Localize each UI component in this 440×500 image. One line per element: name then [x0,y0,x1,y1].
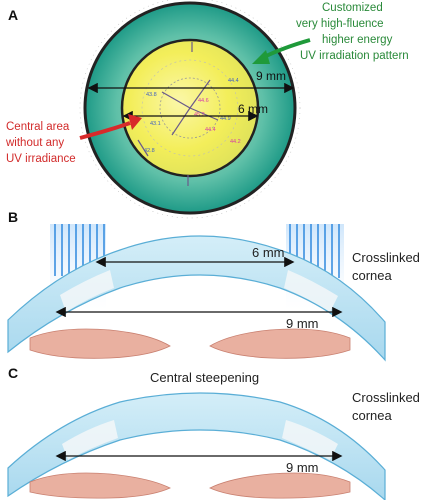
panel-b: B [7,209,420,362]
crosslinked-label-b-line-2: cornea [352,268,393,283]
central-callout-line-3: UV irradiance [6,153,76,165]
pattern-callout-arrow-head [252,50,270,64]
panel-a-label: A [8,7,18,23]
dimension-6mm-label: 6 mm [238,102,268,116]
k-value-6: 43.1 [150,121,161,127]
iris-c-right [209,472,351,499]
crosslinked-label-c-line-1: Crosslinked [352,390,420,405]
k-value-1: 44.4 [228,78,239,84]
dimension-9mm-label: 9 mm [256,69,286,83]
k-value-2: 43.8 [146,92,157,98]
central-steepening-label: Central steepening [150,370,259,385]
central-callout-line-2: without any [5,137,64,149]
crosslinked-zone-c-left [62,420,118,460]
crosslinked-label-c-line-2: cornea [352,408,393,423]
panel-c-label: C [8,365,18,381]
central-callout-arrow-shaft [79,121,131,140]
dimension-9mm-label-b: 9 mm [286,316,319,331]
central-callout-arrow-head [128,114,142,130]
crosslinked-zone-b-left [60,270,114,312]
panel-a: A 44.4 43.8 44.6 45.2 44.9 43.1 44.4 42.… [5,0,409,219]
pattern-callout-line-3: higher energy [322,34,393,46]
panel-c: C Central steepening 9 mm Crosslinked co… [7,365,420,500]
pattern-callout-line-1: Customized [322,2,383,14]
k-value-4: 45.2 [194,112,205,118]
crosslinked-label-b-line-1: Crosslinked [352,250,420,265]
meridian-4 [161,91,191,109]
axis-scale-ring [79,0,301,219]
dimension-6mm-label-b: 6 mm [252,245,285,260]
iris-b-right [209,328,351,359]
central-dashed-circle [159,77,221,139]
crosslinked-zone-b-right [284,270,338,312]
k-value-8: 42.8 [144,148,155,154]
k-value-7: 44.4 [205,127,216,133]
k-value-3: 44.6 [198,98,209,104]
dimension-9mm-label-c: 9 mm [286,460,319,475]
panel-b-label: B [8,209,18,225]
iris-c-left [29,472,171,499]
cornea-c [7,392,386,500]
central-callout-line-1: Central area [6,121,70,133]
crosslinked-zone-c-right [282,420,338,460]
k-value-9: 44.2 [230,139,241,145]
pattern-callout-line-2: very high-fluence [296,18,384,30]
k-value-5: 44.9 [220,116,231,122]
mid-dashed-circle [141,59,239,157]
pattern-callout-line-4: UV irradiation pattern [300,50,409,62]
iris-b-left [29,328,171,359]
meridian-5 [137,139,149,157]
